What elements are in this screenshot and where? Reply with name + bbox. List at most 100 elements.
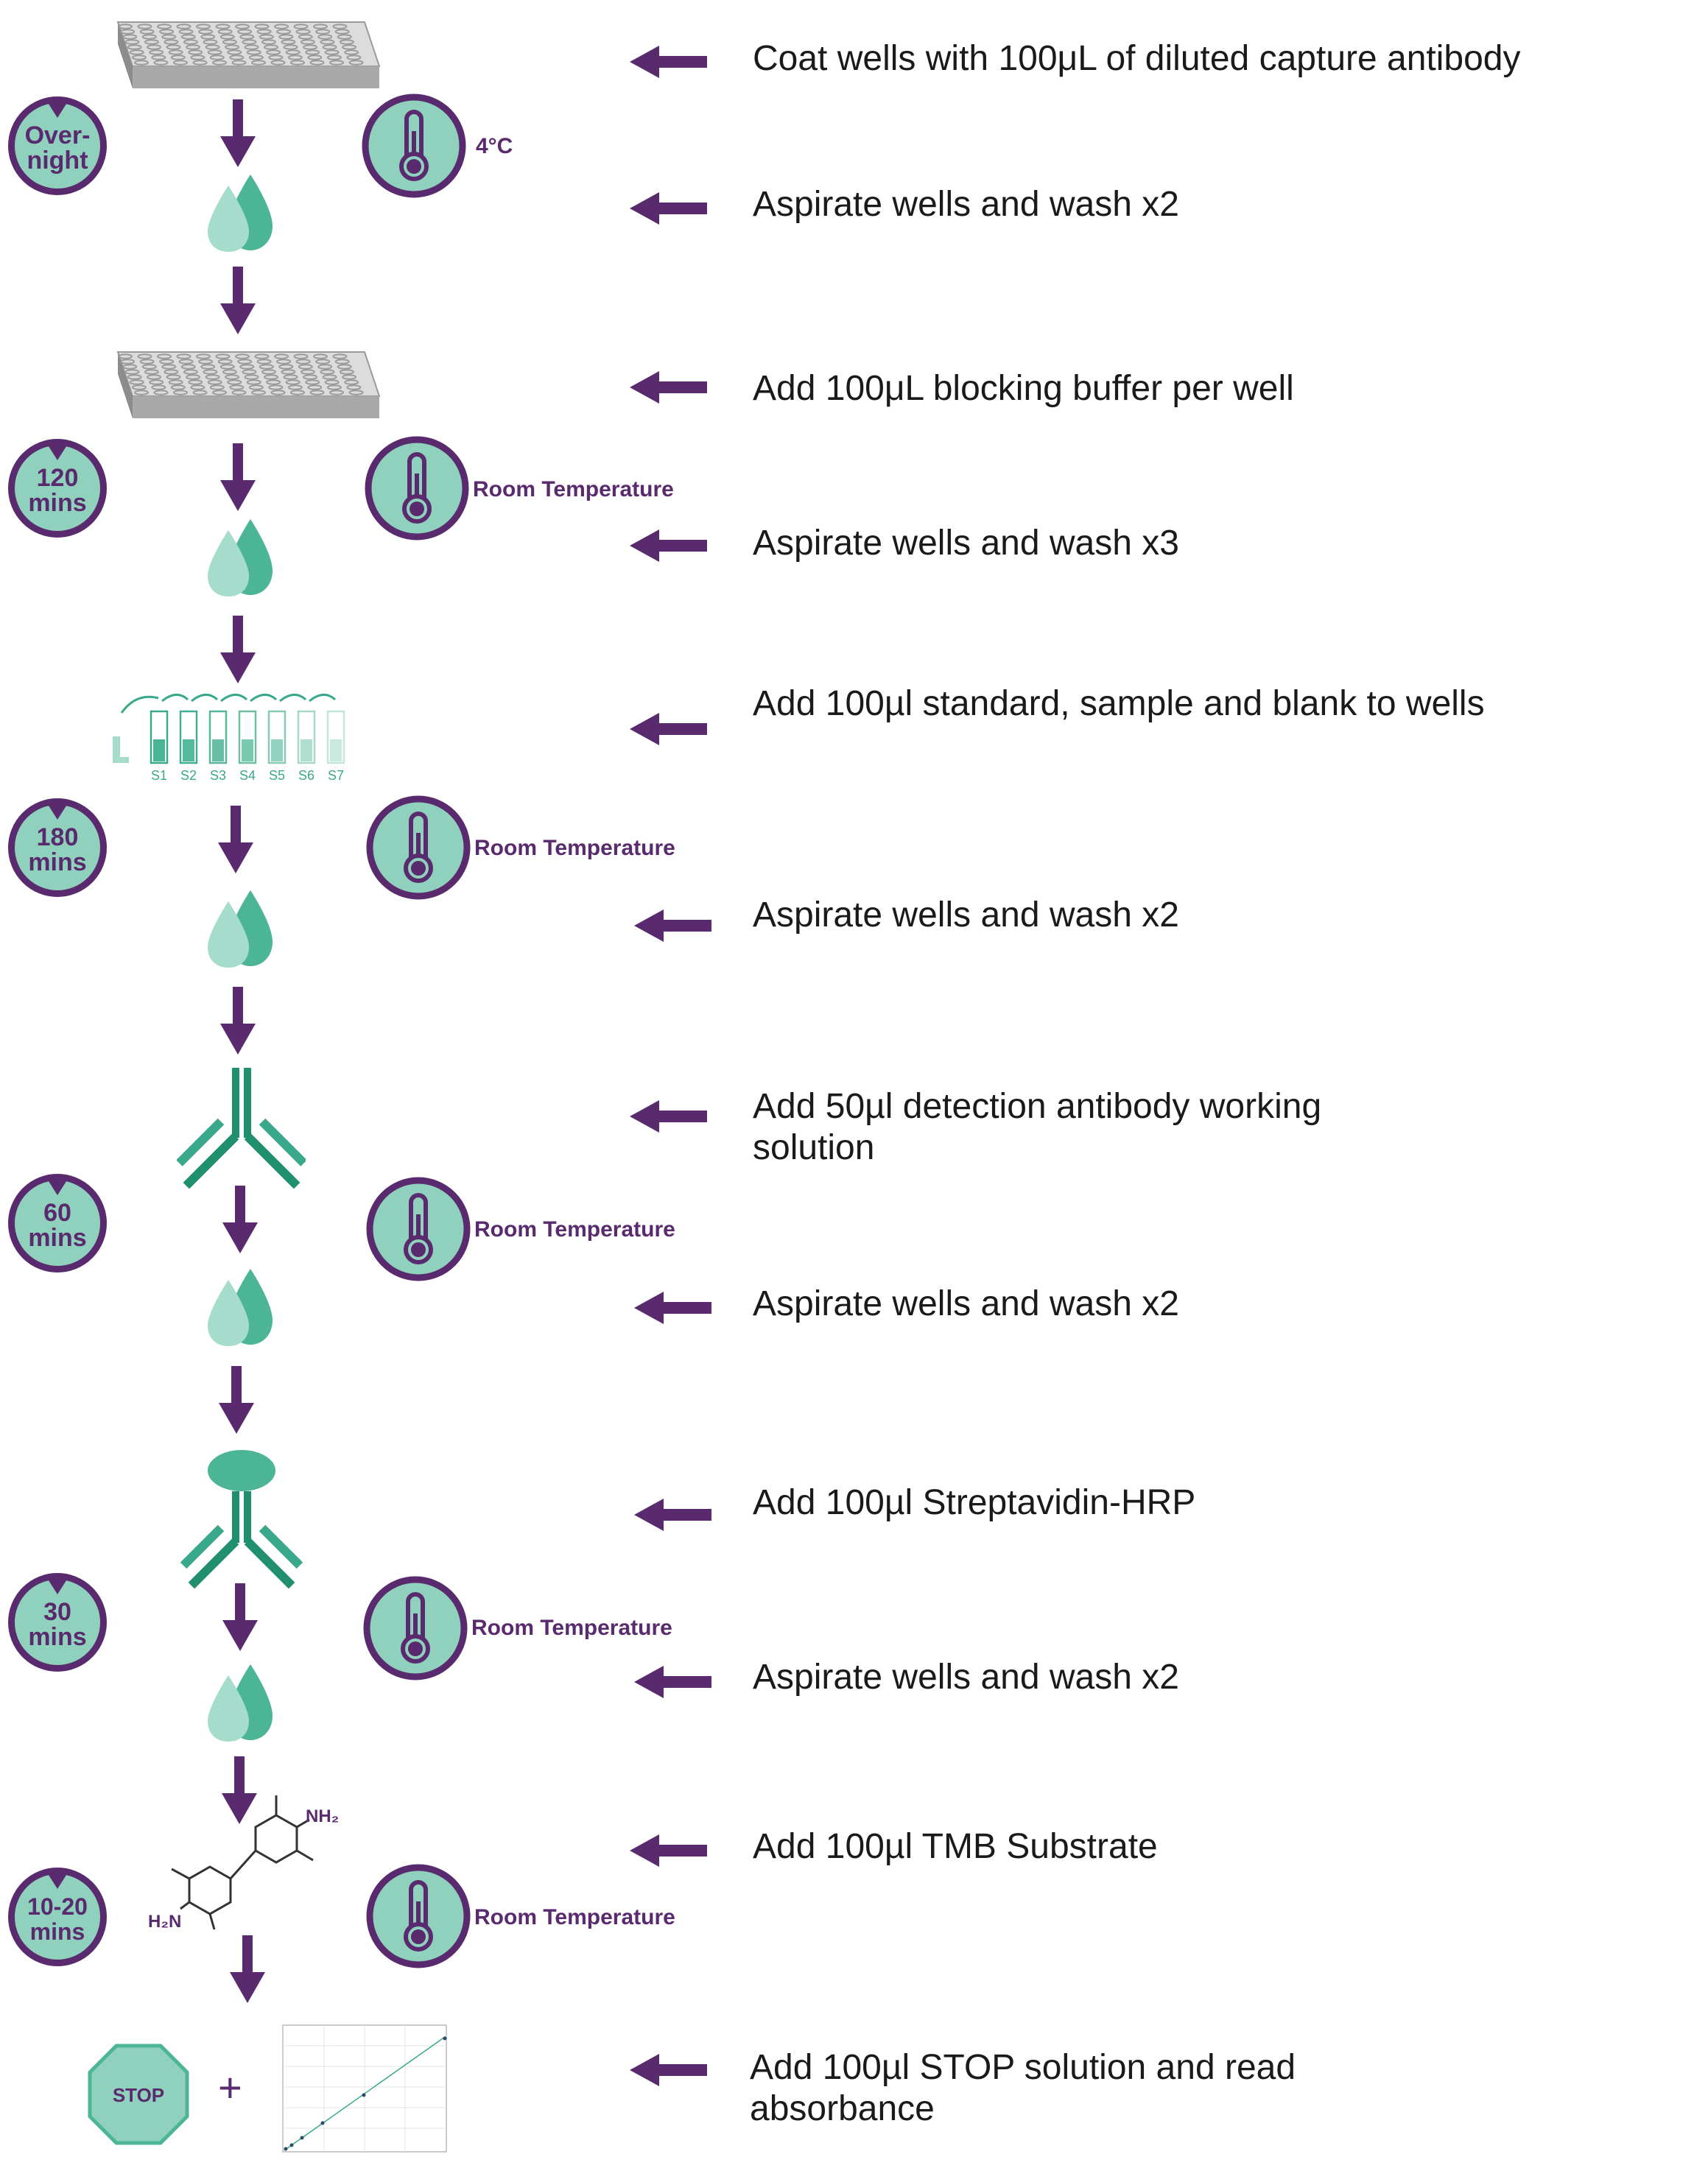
plate-well — [309, 60, 325, 66]
arrow-left-icon — [630, 2054, 707, 2086]
plate-well — [298, 34, 313, 40]
plate-well — [147, 44, 162, 50]
plate-well — [120, 359, 136, 365]
plate-well — [215, 24, 231, 29]
plate-well — [285, 49, 301, 55]
plate-well — [203, 369, 218, 375]
plate-well — [305, 49, 320, 55]
plate-well — [153, 60, 169, 66]
plate-well — [283, 374, 298, 380]
plate-well — [320, 369, 335, 375]
arrow-left-icon — [630, 192, 707, 225]
arrow-down-icon — [222, 1583, 258, 1651]
plate-well — [315, 29, 331, 35]
incubation-time-5: 30 mins — [28, 1598, 87, 1651]
standard-tube-icon — [208, 710, 228, 764]
plate-well — [237, 359, 253, 365]
step-7-text: Add 50µl detection antibody working solu… — [753, 1087, 1322, 1167]
plate-well — [344, 49, 359, 55]
tmb-structure-icon: NH₂ H₂N — [148, 1795, 339, 1932]
step-2-text: Aspirate wells and wash x2 — [753, 185, 1179, 224]
plate-well — [303, 44, 318, 50]
microplate-icon — [116, 21, 381, 88]
plate-well — [217, 29, 233, 35]
temperature-label-3: Room Temperature — [474, 836, 675, 860]
plate-well — [139, 29, 155, 35]
plate-well — [227, 379, 242, 385]
standard-label: S6 — [298, 768, 314, 783]
plate-well — [339, 39, 354, 45]
plate-well — [276, 29, 292, 35]
plate-well — [248, 54, 264, 60]
standard-tube-icon — [267, 710, 287, 764]
timer-icon: Over- night — [8, 96, 107, 195]
plate-well — [203, 39, 218, 45]
plate-well — [186, 44, 201, 50]
hrp-enzyme-icon — [208, 1450, 275, 1491]
step-12-text: Add 100µl STOP solution and read absorba… — [750, 2048, 1296, 2128]
arrow-down-icon — [219, 1366, 254, 1434]
timer-icon: 10-20 mins — [8, 1868, 107, 1966]
plate-well — [251, 390, 266, 395]
plate-well — [190, 54, 205, 60]
plate-well — [348, 390, 364, 395]
plate-well — [242, 369, 257, 375]
stop-label: STOP — [113, 2084, 164, 2106]
plate-well — [274, 24, 289, 29]
plate-well — [274, 353, 289, 359]
plate-well — [309, 390, 325, 395]
incubation-time-2: 120 mins — [28, 464, 87, 517]
plate-well — [270, 390, 286, 395]
plate-well — [168, 379, 183, 385]
standard-tube-icon — [238, 710, 257, 764]
plate-well — [290, 60, 305, 66]
plate-well — [254, 24, 270, 29]
temperature-label-6: Room Temperature — [474, 1905, 675, 1929]
plate-well — [268, 54, 284, 60]
plate-well — [244, 44, 259, 50]
plate-well — [183, 369, 198, 375]
plate-well — [242, 39, 257, 45]
plate-well — [166, 374, 181, 380]
plate-well — [231, 60, 247, 66]
plate-well — [295, 29, 311, 35]
plate-well — [198, 359, 214, 365]
plate-well — [342, 374, 357, 380]
plate-well — [300, 369, 315, 375]
plate-well — [157, 24, 172, 29]
plate-well — [209, 384, 225, 390]
streptavidin-hrp-icon — [180, 1450, 303, 1589]
plate-well — [298, 364, 313, 370]
plate-well — [151, 384, 166, 390]
plate-well — [235, 353, 250, 359]
plate-well — [239, 34, 255, 40]
plate-well — [217, 359, 233, 365]
temperature-label-5: Room Temperature — [471, 1616, 672, 1640]
amine-group-top: NH₂ — [306, 1806, 339, 1826]
amine-group-bottom: H₂N — [148, 1912, 181, 1932]
arrow-down-icon — [220, 443, 256, 511]
plate-well — [196, 24, 211, 29]
plate-well — [246, 49, 261, 55]
plate-well — [134, 60, 149, 66]
plate-well — [337, 364, 352, 370]
plate-well — [266, 49, 281, 55]
plate-well — [264, 44, 279, 50]
plate-well — [137, 353, 152, 359]
plate-well — [192, 390, 208, 395]
arrow-down-icon — [220, 99, 256, 167]
plus-sign: + — [218, 2064, 242, 2111]
thermometer-icon — [365, 436, 469, 541]
plate-well — [122, 34, 138, 40]
plate-well — [266, 379, 281, 385]
plate-well — [137, 24, 152, 29]
plate-well — [339, 369, 354, 375]
plate-well — [176, 353, 191, 359]
wash-drops-icon — [208, 1269, 273, 1346]
plate-well — [283, 44, 298, 50]
standard-label: S4 — [239, 768, 256, 783]
plate-well — [268, 384, 284, 390]
arrow-left-icon — [630, 713, 707, 745]
plate-well — [159, 359, 175, 365]
